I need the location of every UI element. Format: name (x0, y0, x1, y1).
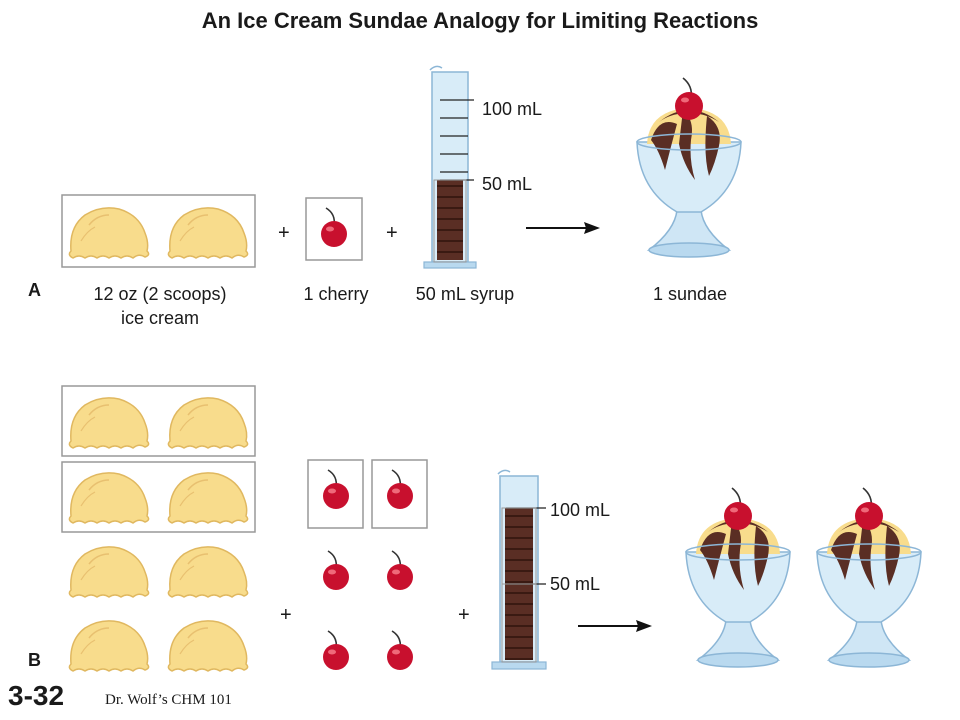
sundae-icon (636, 77, 742, 258)
cylinder-mark-100: 100 mL (482, 99, 543, 119)
cherry-label: 1 cherry (303, 284, 369, 304)
course-label: Dr. Wolf’s CHM 101 (105, 692, 232, 708)
slide-number: 3-32 (8, 680, 65, 711)
ice-cream-scoop-icon (167, 546, 249, 598)
ice-cream-scoop-icon (167, 620, 249, 672)
syrup-label: 50 mL syrup (415, 284, 515, 304)
reaction-arrow-a (526, 222, 600, 234)
plus-sign: + (386, 222, 398, 244)
panel-label-b: B (28, 650, 41, 670)
cylinder-mark-50: 50 mL (482, 174, 533, 194)
ice-cream-scoop-icon (68, 546, 150, 598)
graduated-cylinder-a (423, 65, 477, 269)
ice-cream-scoop-icon (68, 620, 150, 672)
cherry-icon (386, 550, 414, 591)
graduated-cylinder-b (491, 469, 547, 670)
cylinder-mark-100: 100 mL (550, 500, 611, 520)
panel-label-a: A (28, 280, 41, 300)
sundae-label: 1 sundae (652, 284, 728, 304)
ice-cream-label-line2: ice cream (120, 308, 200, 328)
cylinder-mark-50: 50 mL (550, 574, 601, 594)
ice-cream-label: 12 oz (2 scoops) ice cream (60, 282, 260, 330)
plus-sign: + (280, 604, 292, 626)
ice-cream-label-line1: 12 oz (2 scoops) (93, 284, 227, 304)
sundae-icon (816, 487, 922, 668)
plus-sign: + (458, 604, 470, 626)
page-title: An Ice Cream Sundae Analogy for Limiting… (201, 8, 759, 33)
cherry-icon (386, 630, 414, 671)
plus-sign: + (278, 222, 290, 244)
sundae-icon (685, 487, 791, 668)
cherry-icon (322, 630, 350, 671)
cherry-icon (322, 550, 350, 591)
reaction-arrow-b (578, 620, 652, 632)
